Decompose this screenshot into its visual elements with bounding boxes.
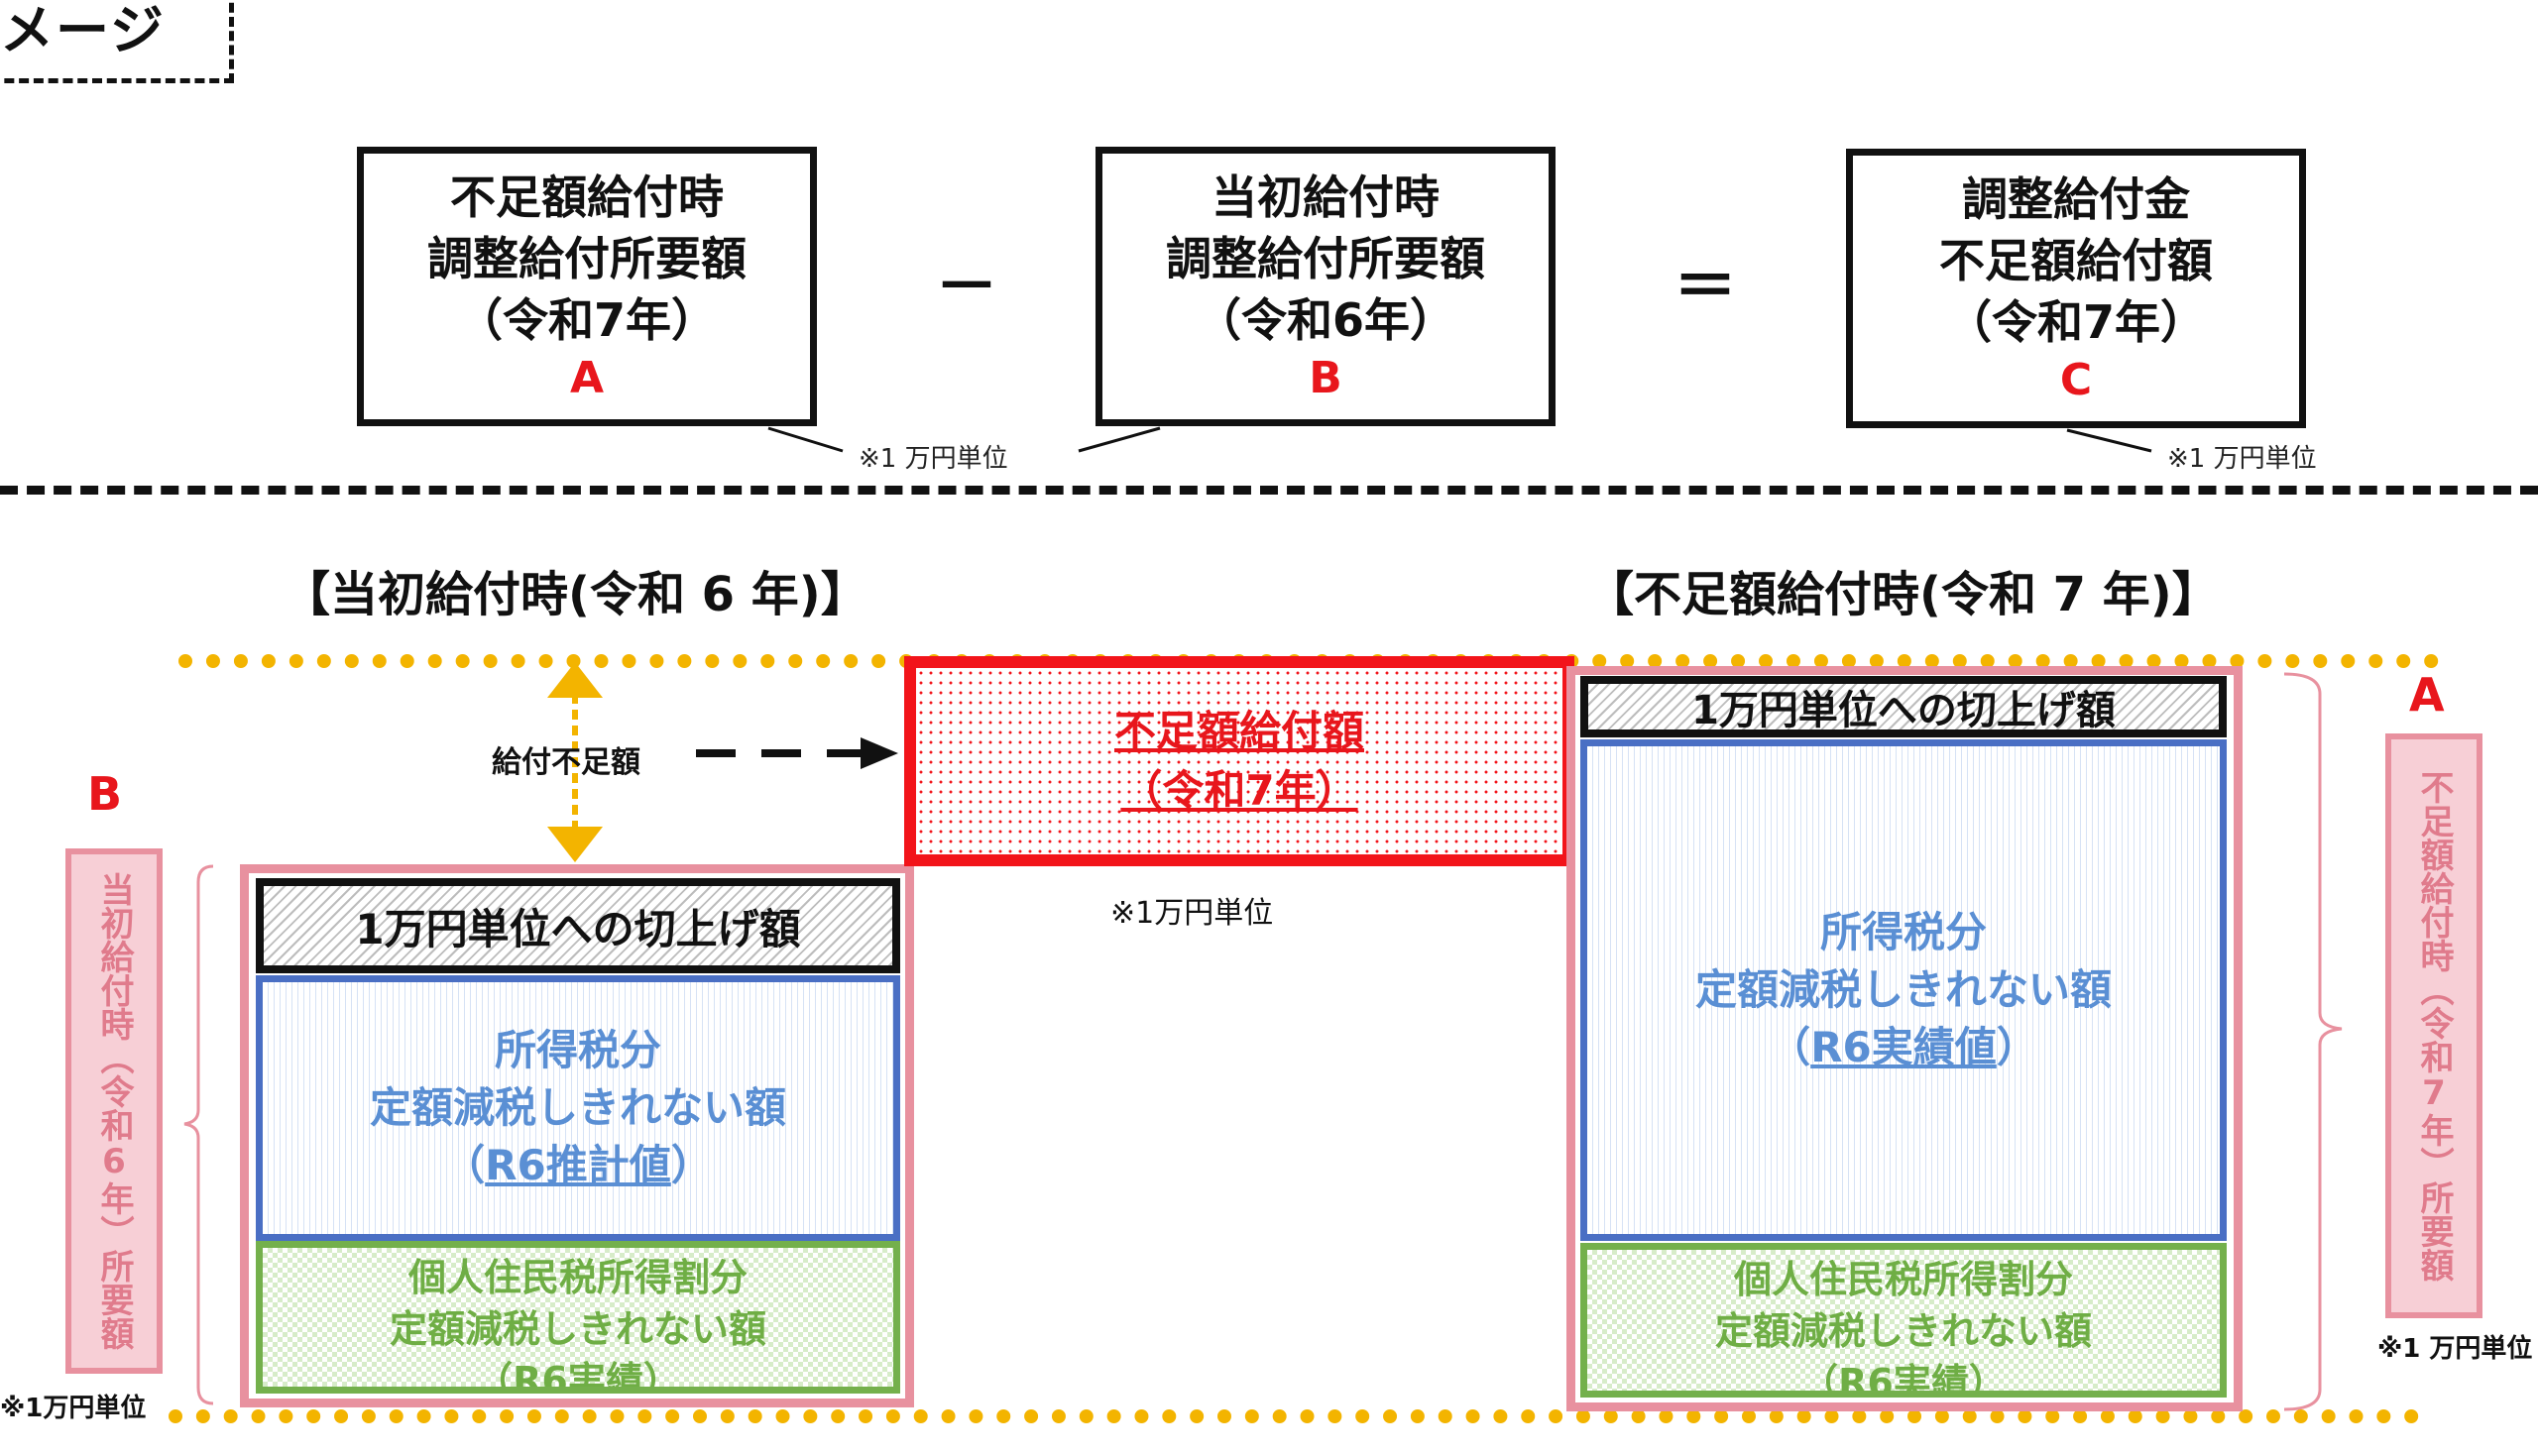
equals-operator: ＝ bbox=[1673, 251, 1737, 324]
left-income-tax-line-3: （R6推計値） bbox=[443, 1137, 713, 1194]
box-b-letter: B bbox=[1309, 353, 1342, 403]
box-c-line-3: （令和7年） bbox=[1945, 295, 2206, 349]
left-resident-tax-line-1: 個人住民税所得割分 bbox=[407, 1256, 748, 1299]
left-roundup-label: 1万円単位への切上げ額 bbox=[355, 904, 801, 953]
right-section-title: 【不足額給付時(令和 7 年)】 bbox=[1586, 567, 2220, 622]
right-income-tax-block: 所得税分 定額減税しきれない額 （R6実績値） bbox=[1580, 739, 2227, 1241]
right-resident-tax-line-1: 個人住民税所得割分 bbox=[1733, 1258, 2073, 1301]
right-bracket bbox=[2283, 672, 2343, 1411]
box-c-line-1: 調整給付金 bbox=[1962, 172, 2190, 226]
box-a-line-3: （令和7年） bbox=[456, 293, 717, 347]
box-b-line-2: 調整給付所要額 bbox=[1166, 232, 1485, 285]
right-unit-note: ※1 万円単位 bbox=[2377, 1334, 2533, 1364]
left-bracket bbox=[183, 864, 214, 1405]
right-income-tax-line-3: （R6実績値） bbox=[1769, 1019, 2038, 1076]
section-divider bbox=[0, 486, 2538, 495]
left-resident-tax-line-3: （R6実績） bbox=[475, 1359, 681, 1394]
box-a-line-2: 調整給付所要額 bbox=[427, 232, 747, 285]
box-b-line-3: （令和6年） bbox=[1195, 293, 1455, 347]
box-b-line-1: 当初給付時 bbox=[1211, 170, 1440, 224]
gap-arrow bbox=[547, 662, 603, 862]
right-side-label: 不足額給付時（令和7年）所要額 bbox=[2385, 733, 2482, 1318]
right-roundup-label: 1万円単位への切上げ額 bbox=[1691, 688, 2116, 733]
note-unit-c: ※1 万円単位 bbox=[2167, 444, 2317, 474]
shortfall-line-2: （令和7年） bbox=[1120, 766, 1358, 815]
right-resident-tax-line-2: 定額減税しきれない額 bbox=[1714, 1309, 2092, 1353]
shortfall-unit-note: ※1万円単位 bbox=[1110, 896, 1274, 931]
right-income-tax-basis: R6実績値 bbox=[1810, 1023, 1997, 1071]
note-unit-ab: ※1 万円単位 bbox=[859, 444, 1008, 474]
right-letter-a: A bbox=[2409, 668, 2445, 722]
minus-operator: － bbox=[935, 251, 998, 324]
shortfall-line-1: 不足額給付額 bbox=[1113, 707, 1364, 755]
right-paren-open: （ bbox=[1769, 1023, 1811, 1071]
formula-box-a: 不足額給付時 調整給付所要額 （令和7年） A bbox=[357, 147, 817, 426]
box-c-line-2: 不足額給付額 bbox=[1939, 234, 2213, 287]
left-paren-open: （ bbox=[443, 1141, 486, 1189]
header-title-box bbox=[0, 0, 234, 83]
right-income-tax-line-2: 定額減税しきれない額 bbox=[1694, 965, 2112, 1014]
right-resident-tax-block: 個人住民税所得割分 定額減税しきれない額 （R6実績） bbox=[1580, 1243, 2227, 1398]
gap-label: 給付不足額 bbox=[492, 745, 640, 780]
left-unit-note: ※1万円単位 bbox=[0, 1394, 147, 1423]
formula-box-b: 当初給付時 調整給付所要額 （令和6年） B bbox=[1096, 147, 1556, 426]
left-income-tax-block: 所得税分 定額減税しきれない額 （R6推計値） bbox=[256, 975, 900, 1241]
left-resident-tax-line-2: 定額減税しきれない額 bbox=[389, 1307, 766, 1351]
left-income-tax-line-2: 定額減税しきれない額 bbox=[369, 1083, 786, 1132]
bottom-guide-line bbox=[169, 1409, 2419, 1423]
left-side-label: 当初給付時（令和6年）所要額 bbox=[65, 848, 163, 1374]
left-resident-tax-block: 個人住民税所得割分 定額減税しきれない額 （R6実績） bbox=[256, 1241, 900, 1394]
left-section-title: 【当初給付時(令和 6 年)】 bbox=[283, 567, 868, 622]
shortfall-amount-box: 不足額給付額 （令和7年） bbox=[904, 656, 1574, 866]
right-roundup-block: 1万円単位への切上げ額 bbox=[1580, 676, 2227, 737]
header-title: メージ bbox=[0, 0, 166, 61]
right-resident-tax-line-3: （R6実績） bbox=[1800, 1361, 2007, 1398]
box-c-letter: C bbox=[2059, 355, 2093, 405]
left-letter-b: B bbox=[87, 767, 123, 821]
left-paren-close: ） bbox=[670, 1141, 713, 1189]
right-paren-close: ） bbox=[1996, 1023, 2038, 1071]
left-roundup-block: 1万円単位への切上げ額 bbox=[256, 878, 900, 973]
formula-box-c: 調整給付金 不足額給付額 （令和7年） C bbox=[1846, 149, 2306, 428]
left-income-tax-line-1: 所得税分 bbox=[494, 1026, 661, 1074]
left-income-tax-basis: R6推計値 bbox=[485, 1141, 671, 1189]
note-leader-lines bbox=[767, 426, 2152, 453]
box-a-line-1: 不足額給付時 bbox=[450, 170, 724, 224]
dashed-pointer-arrow bbox=[696, 737, 898, 769]
right-income-tax-line-1: 所得税分 bbox=[1819, 908, 1987, 956]
box-a-letter: A bbox=[569, 353, 605, 403]
